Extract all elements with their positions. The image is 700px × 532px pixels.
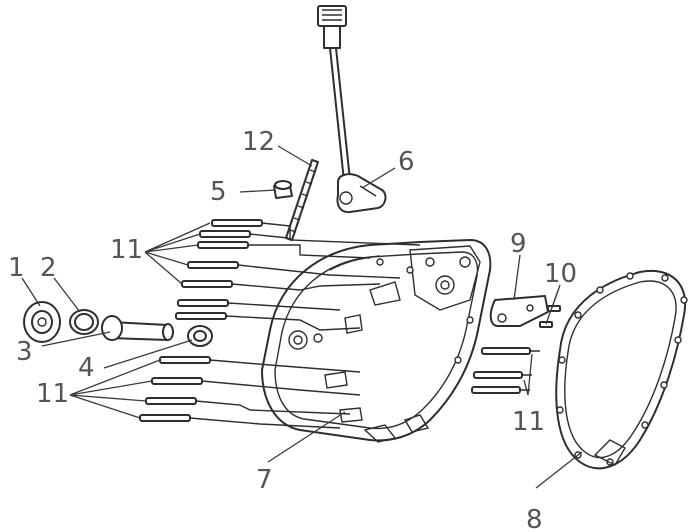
callout-6: 6 [398, 147, 415, 177]
stud-bolt [285, 159, 319, 241]
speed-sensor-with-cable [317, 5, 387, 214]
plug-bolt [273, 180, 293, 199]
callout-9: 9 [510, 229, 527, 259]
callout-2: 2 [40, 253, 57, 283]
callout-11-upper: 11 [110, 235, 143, 265]
callout-8: 8 [526, 505, 543, 532]
leader-lines [21, 145, 583, 489]
right-bolt-group [471, 347, 540, 394]
washer [187, 325, 213, 347]
callout-labels: 1 2 3 4 5 6 7 8 9 10 11 11 11 12 [8, 127, 577, 532]
callout-1: 1 [8, 253, 25, 283]
callout-3: 3 [16, 337, 33, 367]
o-ring [69, 309, 99, 335]
callout-5: 5 [210, 177, 227, 207]
shaft-sleeve [101, 315, 174, 341]
callout-12: 12 [242, 127, 275, 157]
cover-gasket [555, 269, 688, 470]
bracket-plate [489, 295, 549, 327]
bracket-screws [539, 305, 561, 328]
crankcase-cover [261, 239, 492, 443]
callout-7: 7 [256, 465, 273, 495]
callout-11-right: 11 [512, 407, 545, 437]
callout-4: 4 [78, 353, 95, 383]
upper-bolt-group [175, 219, 421, 331]
callout-11-lower: 11 [36, 379, 69, 409]
callout-10: 10 [544, 259, 577, 289]
oil-seal-cap [23, 301, 61, 343]
